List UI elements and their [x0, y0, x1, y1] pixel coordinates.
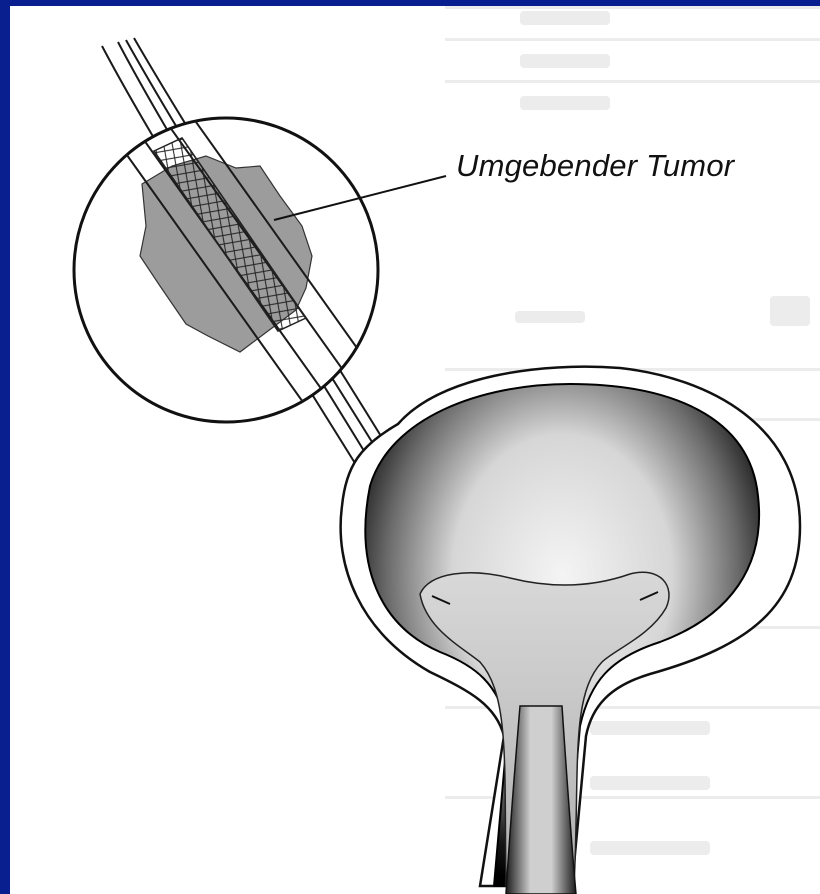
bladder — [341, 367, 800, 894]
urology-illustration — [10, 6, 820, 894]
diagram-frame: Umgebender Tumor — [10, 6, 820, 894]
magnifier-circle — [74, 98, 414, 436]
callout-label-tumor: Umgebender Tumor — [456, 148, 734, 184]
